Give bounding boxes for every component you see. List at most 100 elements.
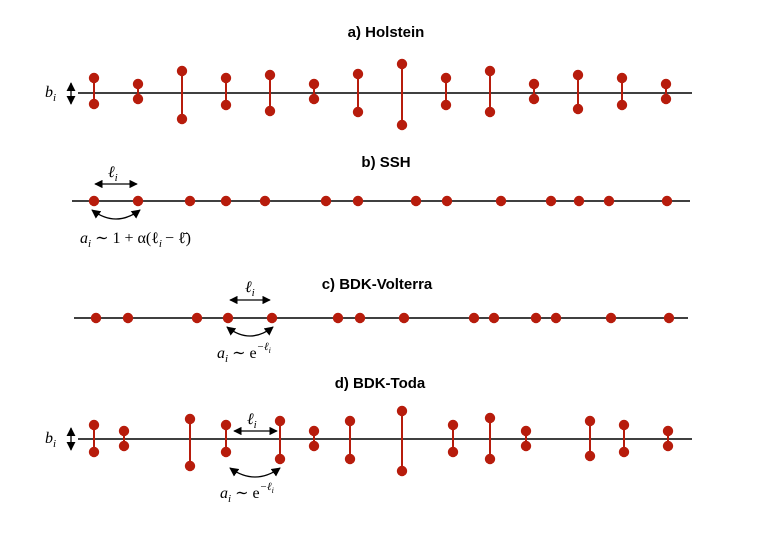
toda-site-upper bbox=[396, 405, 408, 417]
toda-site-lower bbox=[118, 440, 130, 452]
volterra-site bbox=[191, 312, 203, 324]
ssh-site bbox=[441, 195, 453, 207]
ssh-site bbox=[545, 195, 557, 207]
holstein-site-lower bbox=[396, 119, 408, 131]
toda-site-upper bbox=[88, 419, 100, 431]
toda-site-lower bbox=[220, 446, 232, 458]
panel-c-hopping-arrow bbox=[226, 326, 274, 337]
holstein-site-upper bbox=[616, 72, 628, 84]
holstein-site-upper bbox=[132, 78, 144, 90]
volterra-site bbox=[663, 312, 675, 324]
toda-site-lower bbox=[520, 440, 532, 452]
holstein-site-lower bbox=[220, 99, 232, 111]
volterra-site bbox=[354, 312, 366, 324]
holstein-site-lower bbox=[352, 106, 364, 118]
holstein-site-lower bbox=[132, 93, 144, 105]
panel-d-formula: ai∼ e−ℓi bbox=[220, 481, 274, 505]
panel-b-spacing-label: ℓi bbox=[108, 164, 118, 184]
toda-site-upper bbox=[344, 415, 356, 427]
volterra-site bbox=[122, 312, 134, 324]
holstein-site-lower bbox=[88, 98, 100, 110]
volterra-site bbox=[605, 312, 617, 324]
volterra-site bbox=[222, 312, 234, 324]
panel-d-hopping-arrow bbox=[229, 467, 281, 478]
panel-b-title: b) SSH bbox=[361, 154, 410, 171]
ssh-site bbox=[184, 195, 196, 207]
toda-site-lower bbox=[308, 440, 320, 452]
panel-b-hopping-arrow bbox=[91, 209, 141, 220]
volterra-site bbox=[550, 312, 562, 324]
holstein-site-lower bbox=[484, 106, 496, 118]
ssh-site bbox=[352, 195, 364, 207]
holstein-site-upper bbox=[660, 78, 672, 90]
toda-site-upper bbox=[618, 419, 630, 431]
ssh-site bbox=[220, 195, 232, 207]
panel-ssh: b) SSH ℓi ai∼ 1 + α(ℓi− ℓ̄) bbox=[72, 154, 690, 250]
holstein-site-upper bbox=[88, 72, 100, 84]
holstein-site-lower bbox=[572, 103, 584, 115]
toda-site-lower bbox=[344, 453, 356, 465]
panel-b-sites bbox=[88, 195, 673, 207]
toda-site-upper bbox=[520, 425, 532, 437]
toda-site-lower bbox=[88, 446, 100, 458]
holstein-site-lower bbox=[616, 99, 628, 111]
ssh-site bbox=[661, 195, 673, 207]
toda-site-upper bbox=[184, 413, 196, 425]
panel-a-side-label: bi bbox=[45, 84, 56, 104]
volterra-site bbox=[398, 312, 410, 324]
toda-site-upper bbox=[118, 425, 130, 437]
toda-site-lower bbox=[184, 460, 196, 472]
holstein-site-lower bbox=[440, 99, 452, 111]
holstein-site-upper bbox=[220, 72, 232, 84]
holstein-site-upper bbox=[396, 58, 408, 70]
panel-d-side-label: bi bbox=[45, 430, 56, 450]
ssh-site bbox=[603, 195, 615, 207]
toda-site-lower bbox=[484, 453, 496, 465]
panel-holstein: a) Holstein bi bbox=[45, 24, 692, 131]
volterra-site bbox=[530, 312, 542, 324]
toda-site-lower bbox=[274, 453, 286, 465]
holstein-site-upper bbox=[484, 65, 496, 77]
toda-site-lower bbox=[447, 446, 459, 458]
holstein-site-upper bbox=[440, 72, 452, 84]
toda-site-upper bbox=[308, 425, 320, 437]
panel-b-formula: ai∼ 1 + α(ℓi− ℓ̄) bbox=[80, 230, 191, 250]
holstein-site-upper bbox=[572, 69, 584, 81]
toda-site-lower bbox=[662, 440, 674, 452]
panel-a-sites bbox=[88, 58, 672, 131]
ssh-site bbox=[410, 195, 422, 207]
holstein-site-upper bbox=[528, 78, 540, 90]
holstein-site-upper bbox=[308, 78, 320, 90]
toda-site-upper bbox=[274, 415, 286, 427]
panel-d-title: d) BDK-Toda bbox=[335, 375, 426, 392]
holstein-site-lower bbox=[660, 93, 672, 105]
holstein-site-lower bbox=[176, 113, 188, 125]
toda-site-lower bbox=[618, 446, 630, 458]
holstein-site-upper bbox=[352, 68, 364, 80]
ssh-site bbox=[495, 195, 507, 207]
toda-site-lower bbox=[396, 465, 408, 477]
panel-a-title: a) Holstein bbox=[348, 24, 425, 41]
toda-site-upper bbox=[220, 419, 232, 431]
panel-bdk-toda: d) BDK-Toda bi ℓi ai∼ e−ℓi bbox=[45, 375, 692, 505]
panel-bdk-volterra: c) BDK-Volterra ℓi ai∼ e−ℓi bbox=[74, 276, 688, 365]
ssh-site bbox=[259, 195, 271, 207]
toda-site-lower bbox=[584, 450, 596, 462]
panel-d-sites bbox=[88, 405, 674, 477]
volterra-site bbox=[90, 312, 102, 324]
toda-site-upper bbox=[584, 415, 596, 427]
toda-site-upper bbox=[447, 419, 459, 431]
panel-c-formula: ai∼ e−ℓi bbox=[217, 341, 271, 365]
holstein-site-upper bbox=[176, 65, 188, 77]
panel-c-spacing-label: ℓi bbox=[245, 279, 255, 299]
ssh-site bbox=[320, 195, 332, 207]
volterra-site bbox=[266, 312, 278, 324]
holstein-site-upper bbox=[264, 69, 276, 81]
panel-c-title: c) BDK-Volterra bbox=[322, 276, 433, 293]
volterra-site bbox=[468, 312, 480, 324]
toda-site-upper bbox=[484, 412, 496, 424]
holstein-site-lower bbox=[264, 105, 276, 117]
toda-site-upper bbox=[662, 425, 674, 437]
ssh-site bbox=[88, 195, 100, 207]
